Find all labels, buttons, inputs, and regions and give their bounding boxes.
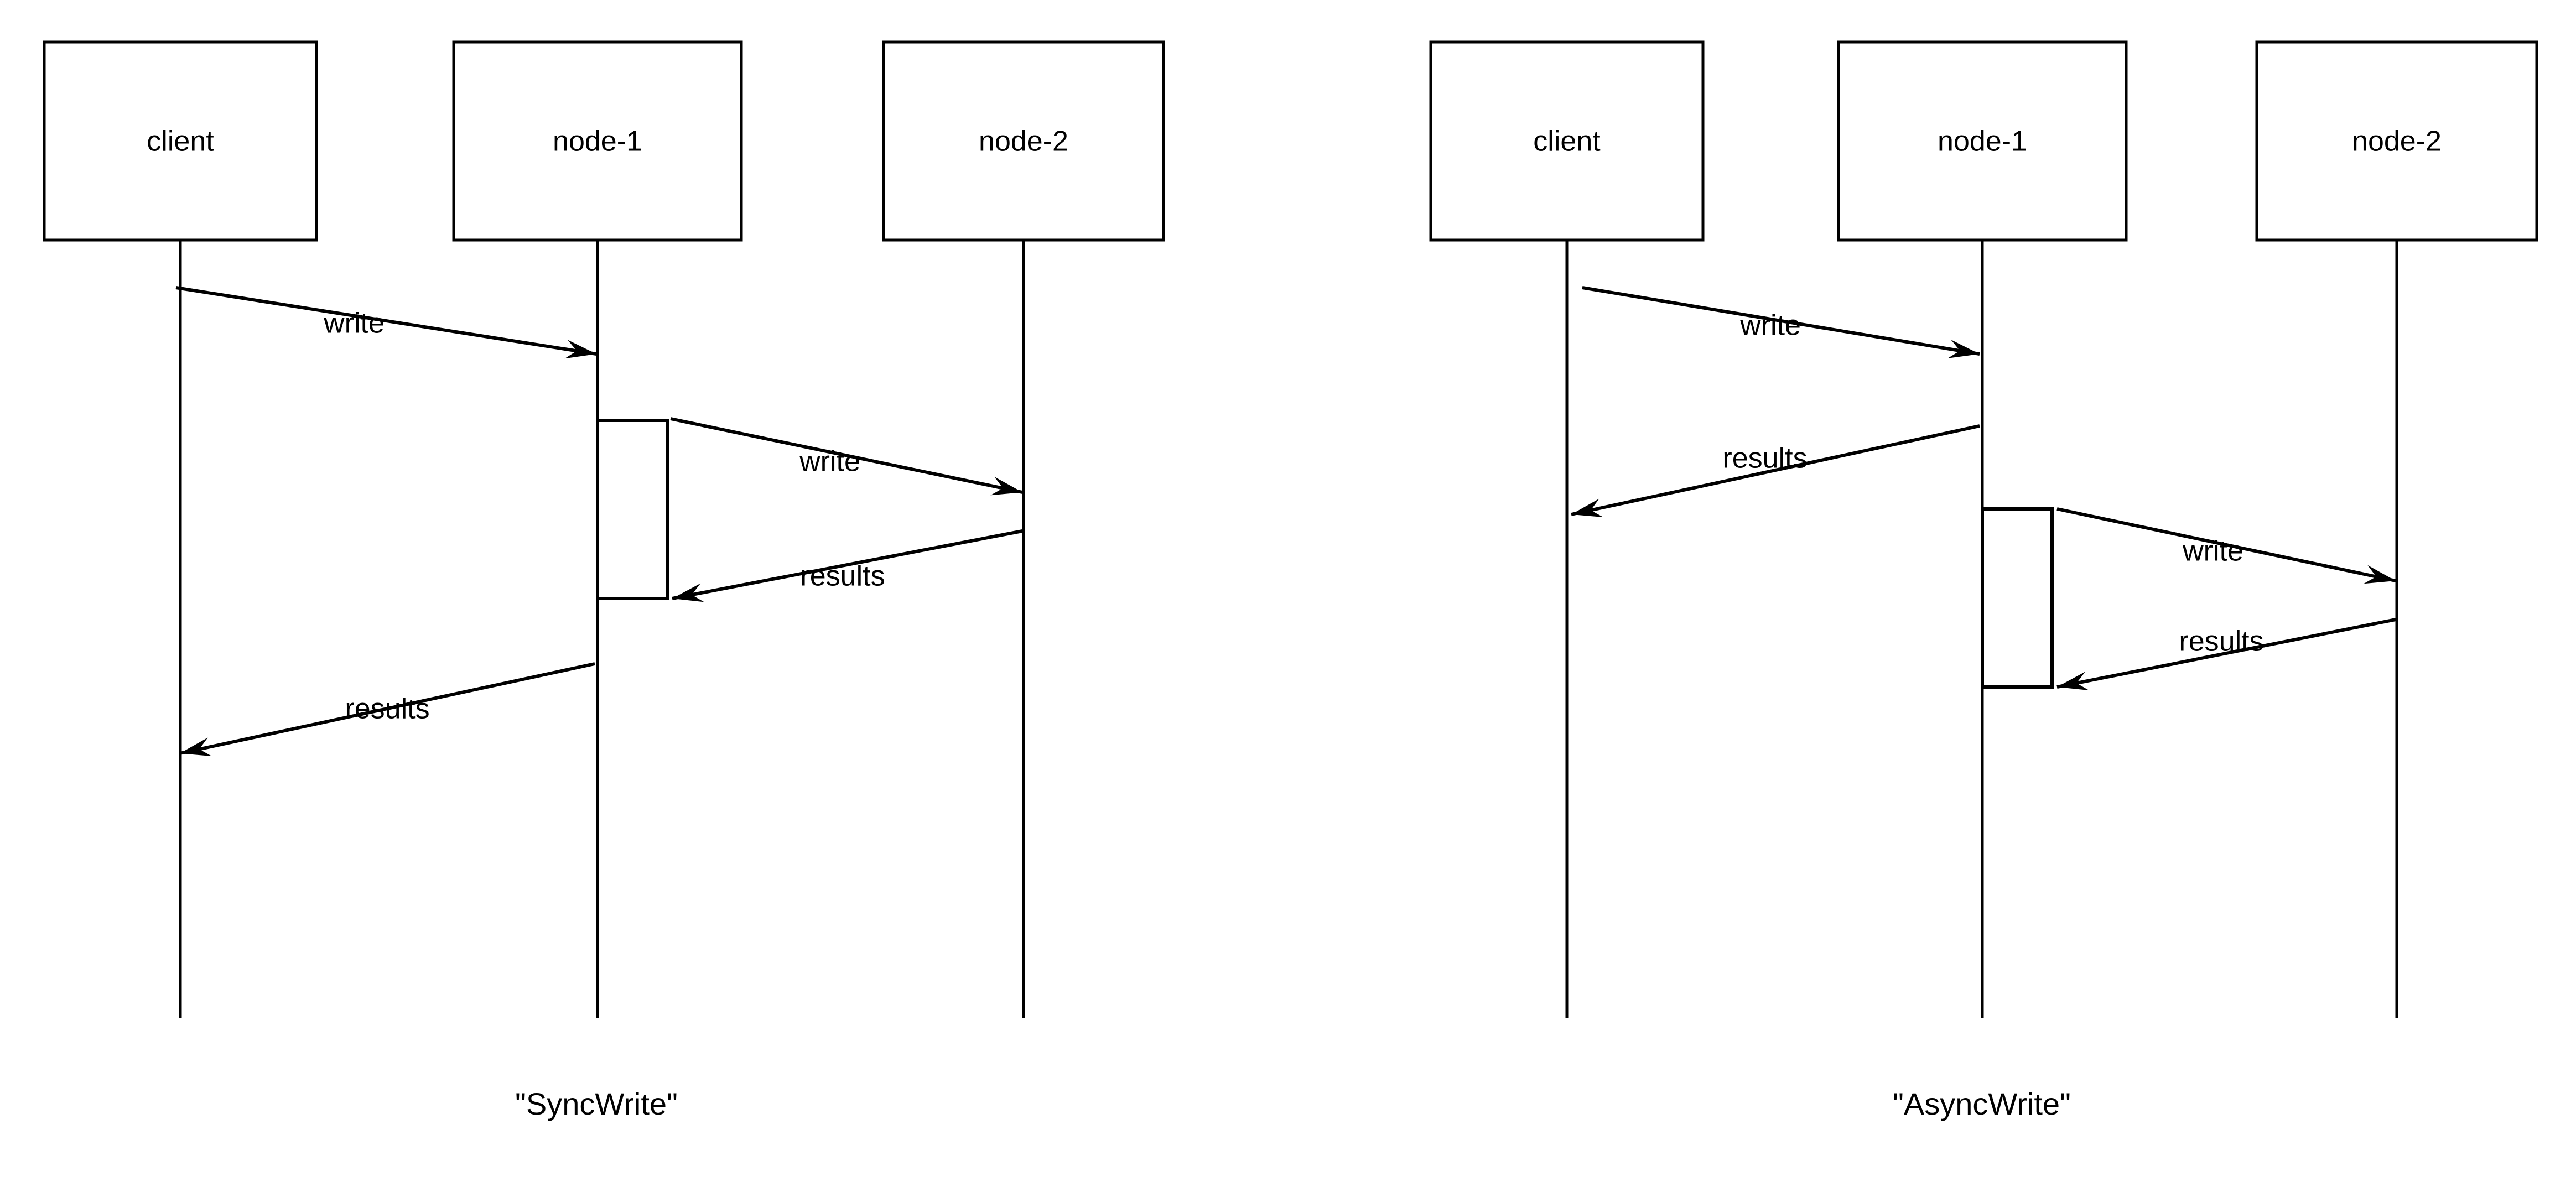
participant-label-node-2: node-2 xyxy=(979,126,1068,158)
message-label-m1: write xyxy=(323,308,385,340)
message-m2-results: results xyxy=(1571,424,1980,518)
diagram-caption-async-write: "AsyncWrite" xyxy=(1893,1086,2071,1121)
message-label-m1: write xyxy=(1739,310,1801,342)
activation-box-node-1 xyxy=(1981,507,2054,689)
message-label-m3: write xyxy=(2182,535,2243,568)
message-m3-results: results xyxy=(672,529,1023,602)
message-line-m3 xyxy=(2056,507,2396,582)
message-line-m1 xyxy=(1582,286,1980,356)
arrow-head-icon-m3 xyxy=(2364,565,2396,584)
sequence-diagram-async-write: client node-1 node-2 write results write resul… xyxy=(1429,40,2538,1121)
participant-box-node-2[interactable] xyxy=(2255,40,2538,242)
arrow-head-icon-m4 xyxy=(180,737,212,757)
participant-box-client[interactable] xyxy=(1429,40,1705,242)
diagram-caption-sync-write: "SyncWrite" xyxy=(515,1086,678,1121)
message-m4-results: results xyxy=(179,662,595,757)
message-line-m3 xyxy=(672,529,1023,600)
message-line-m2 xyxy=(670,417,1023,494)
message-m1-write: write xyxy=(1582,286,1980,358)
participant-node-1: node-1 xyxy=(452,40,743,1018)
participant-label-node-1: node-1 xyxy=(553,126,642,158)
participant-box-node-1[interactable] xyxy=(452,40,743,242)
participant-box-node-2[interactable] xyxy=(882,40,1165,242)
arrow-head-icon-m3 xyxy=(672,583,704,602)
participant-label-node-1: node-1 xyxy=(1938,126,2027,158)
message-line-m2 xyxy=(1571,424,1980,516)
participant-label-node-2: node-2 xyxy=(2352,126,2442,158)
message-label-m3: results xyxy=(800,560,885,592)
participant-node-2: node-2 xyxy=(882,40,1165,1018)
participant-node-1: node-1 xyxy=(1837,40,2128,1018)
message-line-m4 xyxy=(2056,618,2396,689)
message-m1-write: write xyxy=(175,286,597,359)
arrow-head-icon-m2 xyxy=(1571,498,1603,518)
message-line-m1 xyxy=(175,286,597,356)
participant-box-client[interactable] xyxy=(43,40,318,242)
activation-box-node-1 xyxy=(596,419,669,600)
message-label-m4: results xyxy=(2179,626,2263,658)
message-line-m4 xyxy=(179,662,595,755)
arrow-head-icon-m1 xyxy=(1947,339,1980,358)
participant-label-client: client xyxy=(147,126,214,158)
message-label-m2: results xyxy=(1722,443,1807,475)
participant-label-client: client xyxy=(1533,126,1601,158)
message-label-m4: results xyxy=(345,693,429,725)
participant-box-node-1[interactable] xyxy=(1837,40,2128,242)
arrow-head-icon-m4 xyxy=(2057,672,2089,690)
participant-client: client xyxy=(43,40,318,1018)
message-m4-results: results xyxy=(2056,618,2396,690)
diagrams-layer: client node-1 node-2 write write results resul… xyxy=(43,40,2538,1121)
message-label-m2: write xyxy=(799,446,860,478)
arrow-head-icon-m2 xyxy=(990,476,1022,496)
sequence-diagram-sync-write: client node-1 node-2 write write results resul… xyxy=(43,40,1165,1121)
participant-client: client xyxy=(1429,40,1705,1018)
message-m3-write: write xyxy=(2056,507,2396,584)
message-m2-write: write xyxy=(670,417,1023,496)
arrow-head-icon-m1 xyxy=(564,340,596,359)
participant-node-2: node-2 xyxy=(2255,40,2538,1018)
